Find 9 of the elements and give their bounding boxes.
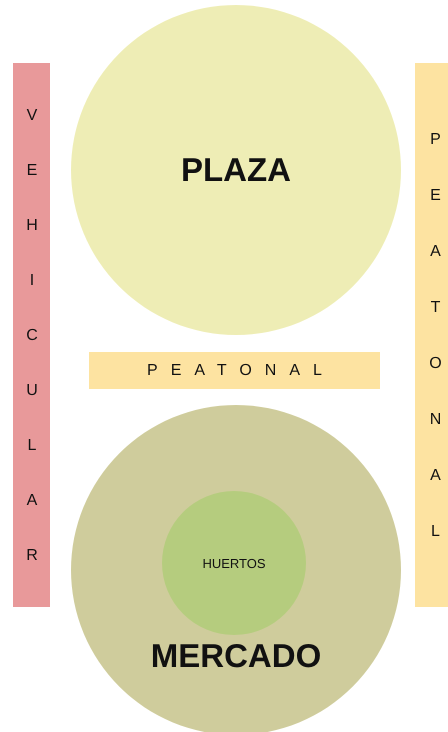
zone-label: MERCADO — [150, 637, 322, 675]
band-label: PEATONAL — [147, 362, 335, 380]
walkway-band — [89, 352, 380, 389]
road-band — [13, 63, 50, 607]
zone-label: PLAZA — [181, 151, 291, 189]
zone-label: HUERTOS — [202, 556, 266, 570]
band-label: PEATONAL — [426, 130, 444, 578]
walkway-band — [415, 63, 448, 607]
band-label: VEHICULAR — [22, 106, 40, 602]
